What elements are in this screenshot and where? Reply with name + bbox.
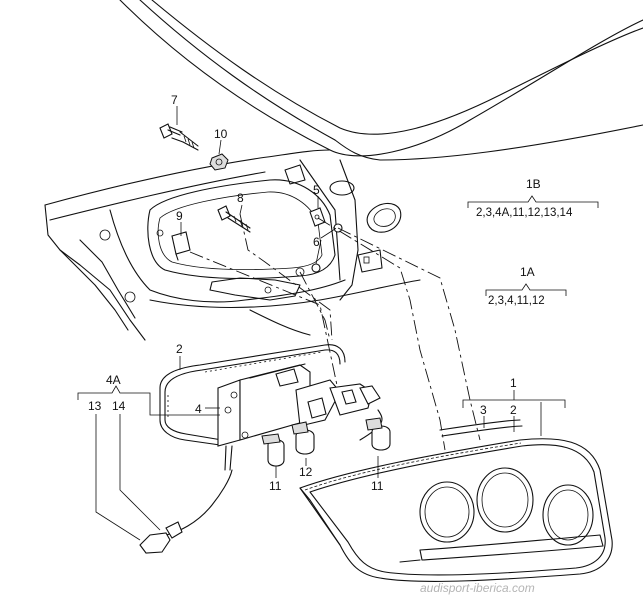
gasket-2: [159, 344, 346, 446]
callout-11-left: 11: [269, 479, 282, 493]
callout-1: 1: [510, 376, 517, 390]
callout-12: 12: [299, 465, 313, 479]
leader-10: [218, 139, 222, 155]
callout-11-right: 11: [371, 479, 384, 493]
screw-8: [217, 205, 251, 233]
group-1a-items: 2,3,4,11,12: [488, 295, 545, 307]
callout-2-lamp: 2: [510, 403, 517, 417]
callout-8: 8: [237, 191, 244, 205]
callout-5: 5: [313, 183, 320, 197]
bulb-12: [291, 421, 315, 455]
group-1b-items: 2,3,4A,11,12,13,14: [476, 207, 573, 219]
callout-4a: 4A: [106, 373, 121, 387]
leader-8: [239, 204, 243, 215]
group-1a-title: 1A: [520, 265, 535, 279]
leader-6: [315, 228, 336, 265]
clip-9: [171, 231, 191, 261]
callout-10: 10: [214, 127, 228, 141]
callout-14: 14: [112, 399, 126, 413]
brace-1b: [467, 195, 599, 208]
callout-6: 6: [313, 235, 320, 249]
nut-10: [209, 153, 229, 171]
bulb-11-right: [365, 417, 391, 451]
bulb-with-wire-13-14: [139, 469, 233, 554]
clip-5: [309, 207, 326, 227]
leader-14: [119, 414, 161, 531]
callout-7: 7: [171, 93, 178, 107]
brace-1a: [485, 283, 567, 296]
bulb-holder-4: [217, 363, 381, 471]
bulb-11-left: [261, 433, 285, 467]
leader-13: [95, 414, 141, 541]
leader-4a: [149, 400, 220, 416]
watermark: audisport-iberica.com: [420, 581, 535, 595]
bracket-4a: [77, 385, 151, 400]
callout-13: 13: [88, 399, 102, 413]
tail-lamp-1: [299, 419, 613, 582]
car-body-outline: [44, 0, 643, 341]
callout-9: 9: [176, 209, 183, 223]
callout-3: 3: [480, 403, 487, 417]
screw-7: [159, 123, 199, 151]
group-1b-title: 1B: [526, 177, 541, 191]
callout-4: 4: [195, 402, 202, 416]
callout-2: 2: [176, 342, 183, 356]
